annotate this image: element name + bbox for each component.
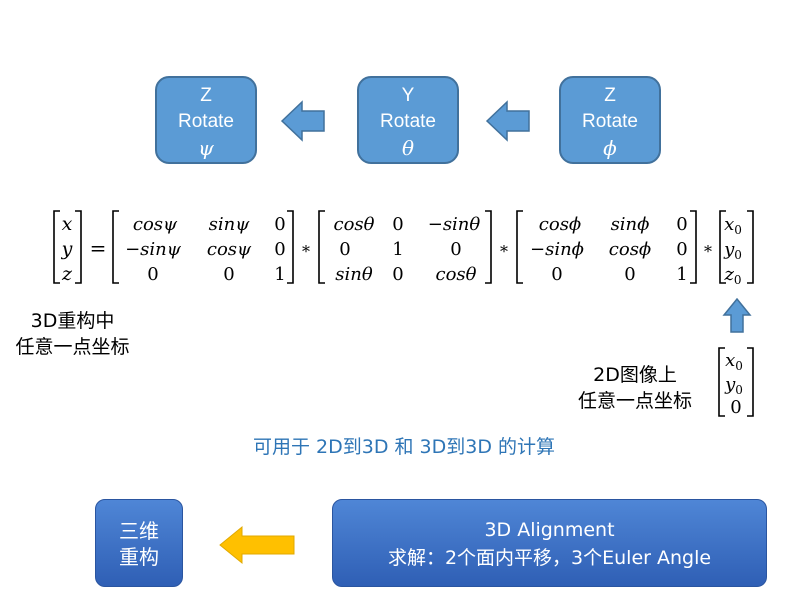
alignment-subtitle: 求解：2个面内平移，3个Euler Angle [387,547,712,569]
matrix-cell: 0 [676,239,687,260]
matrix-cell: sinθ [335,264,373,285]
matrix-cell: sinϕ [611,214,650,235]
matrix-cell: 0 [392,264,403,285]
caption-line: 任意一点坐标 [15,336,130,358]
rotate-label: Rotate [178,111,234,132]
usage-note: 可用于 2D到3D 和 3D到3D 的计算 [252,436,556,458]
rotate-z-phi-box: Z Rotate ϕ [559,76,661,164]
matrix-cell: 0 [274,214,285,235]
matrix-cell: cosϕ [539,214,581,235]
angle-symbol: θ [401,136,415,160]
alignment-title: 3D Alignment [484,519,615,541]
lhs-x: x [62,213,73,235]
rotate-label: Rotate [582,111,638,132]
vec0-y: y0 [723,239,742,262]
matrix-cell: 0 [624,264,635,285]
rotation-equation: x y z = cosψ sinψ 0 −sinψ cosψ 0 0 0 1 *… [53,210,754,287]
matrix-cell: 0 [551,264,562,285]
vec0-z: z0 [723,264,741,287]
vec2d-x: x0 [725,350,743,373]
matrix-cell: cosψ [133,214,178,235]
vec0-x: x0 [724,214,742,237]
angle-symbol: ϕ [603,136,617,160]
image-point-vector: x0 y0 0 [718,347,754,418]
matrix-cell: cosθ [436,264,477,285]
rotate-z-psi-box: Z Rotate ψ [155,76,257,164]
multiply-sign: * [302,242,310,261]
lhs-y: y [61,238,73,260]
matrix-cell: 0 [450,239,461,260]
matrix-cell: −sinθ [428,214,481,235]
axis-label: Z [200,85,212,106]
yellow-left-arrow-icon [219,525,295,565]
alignment-box: 3D Alignment 求解：2个面内平移，3个Euler Angle [332,499,767,587]
axis-label: Z [604,85,616,106]
caption-line: 任意一点坐标 [577,390,692,412]
matrix-cell: 0 [676,214,687,235]
matrix-cell: sinψ [209,214,251,235]
caption-line: 2D图像上 [593,364,677,386]
rotate-label: Rotate [380,111,436,132]
matrix-cell: 1 [676,264,687,285]
angle-symbol: ψ [198,136,214,160]
multiply-sign: * [500,242,508,261]
recon-line: 重构 [119,545,159,569]
matrix-cell: −sinϕ [530,239,584,260]
multiply-sign: * [704,242,712,261]
right-caption: 2D图像上 任意一点坐标 [560,362,710,414]
matrix-cell: 0 [147,264,158,285]
left-arrow-icon [485,100,530,142]
matrix-cell: cosϕ [609,239,651,260]
matrix-cell: 0 [392,214,403,235]
matrix-cell: 0 [339,239,350,260]
matrix-cell: cosθ [334,214,375,235]
up-arrow-icon [722,298,752,333]
axis-label: Y [401,85,415,106]
left-caption: 3D重构中 任意一点坐标 [0,308,145,360]
reconstruction-box: 三维 重构 [95,499,183,587]
lhs-z: z [61,263,73,285]
rotate-y-theta-box: Y Rotate θ [357,76,459,164]
matrix-cell: 1 [274,264,285,285]
matrix-cell: 0 [274,239,285,260]
caption-line: 3D重构中 [30,310,115,332]
vec2d-zero: 0 [730,397,741,418]
recon-line: 三维 [119,519,159,543]
matrix-cell: 0 [223,264,234,285]
left-arrow-icon [280,100,325,142]
matrix-cell: cosψ [207,239,252,260]
matrix-cell: 1 [392,239,403,260]
equals-sign: = [90,236,107,260]
matrix-cell: −sinψ [125,239,182,260]
vec2d-y: y0 [724,374,743,397]
